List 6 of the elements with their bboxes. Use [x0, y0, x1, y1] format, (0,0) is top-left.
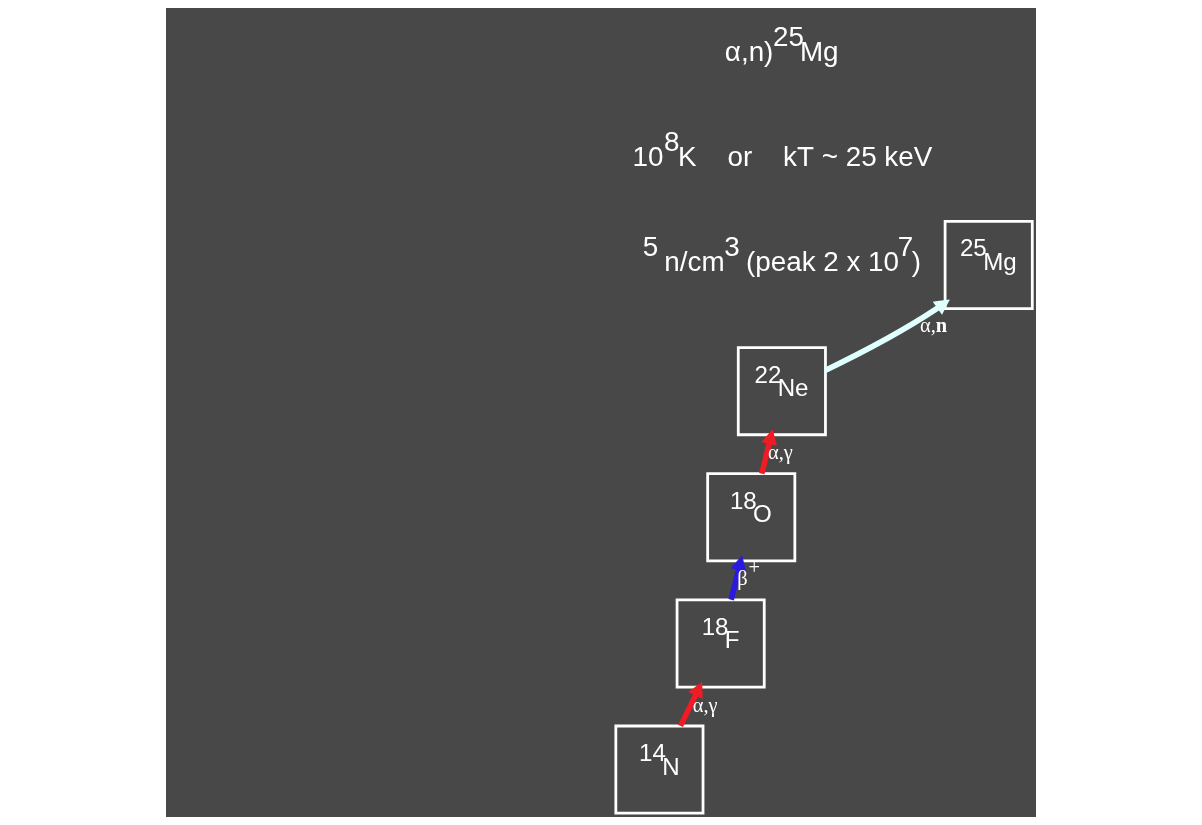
- arrow: [824, 299, 950, 373]
- edge-label: α,γ: [692, 693, 718, 716]
- edge-label: α,n: [920, 314, 948, 337]
- arrow: [728, 555, 747, 601]
- arrow: [759, 429, 777, 475]
- arrow: [678, 681, 703, 728]
